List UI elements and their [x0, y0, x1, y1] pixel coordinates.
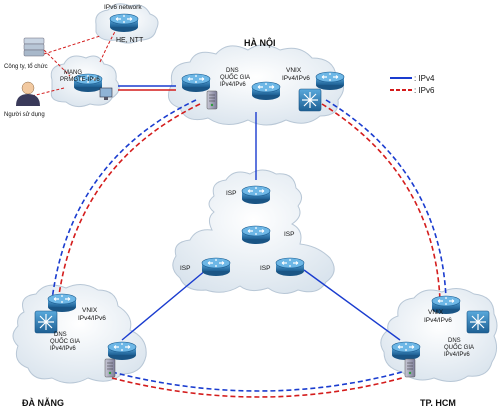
- tp-hcm-label: TP. HCM: [420, 398, 456, 408]
- dns-server-icon: [104, 358, 116, 378]
- link-danang-hcm-ipv4: [111, 371, 403, 392]
- link-isp-danang: [121, 269, 207, 341]
- switch-icon: [34, 310, 58, 334]
- monitor-icon: [99, 87, 113, 100]
- link-pmrgte-ipv6net: [99, 29, 117, 63]
- hcm-dns-label-3: IPv4/IPv6: [444, 352, 470, 358]
- da-nang-label: ĐÀ NẴNG: [22, 397, 64, 408]
- hn-dns-label-2: QUỐC GIA: [220, 74, 250, 81]
- router-icon: [275, 257, 305, 277]
- router-icon: [107, 341, 137, 361]
- router-icon: [109, 13, 139, 33]
- cloud-da-nang: [12, 284, 147, 384]
- hn-dns-label-1: DNS: [226, 68, 239, 74]
- hn-dns-label-3: IPv4/IPv6: [220, 82, 246, 88]
- router-icon: [251, 81, 281, 101]
- legend: : IPv4 : IPv6: [390, 74, 435, 95]
- legend-ipv4-label: : IPv4: [414, 74, 435, 83]
- dn-dns-label-1: DNS: [54, 332, 67, 338]
- dns-server-icon: [404, 358, 416, 378]
- ipv6-network-label: IPv6 network: [104, 4, 142, 11]
- links: [31, 29, 447, 398]
- switch-icon: [298, 88, 322, 112]
- legend-ipv6-label: : IPv6: [414, 86, 435, 95]
- router-icon: [315, 71, 345, 91]
- company-label: Công ty, tổ chức: [4, 63, 48, 70]
- isp-label: ISP: [180, 265, 190, 272]
- link-company: [43, 49, 71, 77]
- hcm-vnix-label-1: VNIX: [428, 309, 444, 316]
- dn-dns-label-2: QUỐC GIA: [50, 338, 80, 345]
- link-user: [31, 87, 65, 97]
- pmrgte-label-2: PRMGTE-IPv6: [60, 77, 100, 83]
- router-icon: [241, 225, 271, 245]
- hn-vnix-label-1: VNIX: [286, 67, 302, 74]
- switch-icon: [466, 310, 490, 334]
- link-danang-hcm-ipv6: [111, 377, 403, 398]
- link-hanoi-danang-ipv4: [51, 99, 197, 301]
- link-hanoi-hcm-ipv6: [321, 103, 441, 301]
- dn-dns-label-3: IPv4/IPv6: [50, 346, 76, 352]
- router-icon: [201, 257, 231, 277]
- hn-vnix-label-2: IPv4/IPv6: [282, 75, 310, 82]
- ha-noi-label: HÀ NỘI: [244, 37, 276, 48]
- pmrgte-label-1: MẠNG: [64, 70, 82, 76]
- devices: [16, 13, 490, 378]
- router-icon: [181, 73, 211, 93]
- dns-server-icon: [206, 90, 218, 110]
- link-hanoi-danang-ipv6: [57, 103, 201, 303]
- router-icon: [241, 185, 271, 205]
- link-company-ipv6: [43, 35, 101, 55]
- user-icon: [16, 81, 40, 106]
- hcm-dns-label-1: DNS: [448, 338, 461, 344]
- link-hanoi-hcm-ipv4: [325, 99, 447, 299]
- hcm-vnix-label-2: IPv4/IPv6: [424, 317, 452, 324]
- link-isp-hcm: [303, 269, 401, 341]
- isp-label: ISP: [260, 265, 270, 272]
- dn-vnix-label-2: IPv4/IPv6: [78, 315, 106, 322]
- server-stack-icon: [23, 37, 45, 57]
- dn-vnix-label-1: VNIX: [82, 307, 98, 314]
- isp-label: ISP: [226, 190, 236, 197]
- isp-label: ISP: [284, 231, 294, 238]
- hcm-dns-label-2: QUỐC GIA: [444, 344, 474, 351]
- he-ntt-label: HE, NTT: [116, 37, 144, 44]
- router-icon: [47, 293, 77, 313]
- user-label: Người sử dụng: [4, 111, 45, 118]
- router-icon: [391, 341, 421, 361]
